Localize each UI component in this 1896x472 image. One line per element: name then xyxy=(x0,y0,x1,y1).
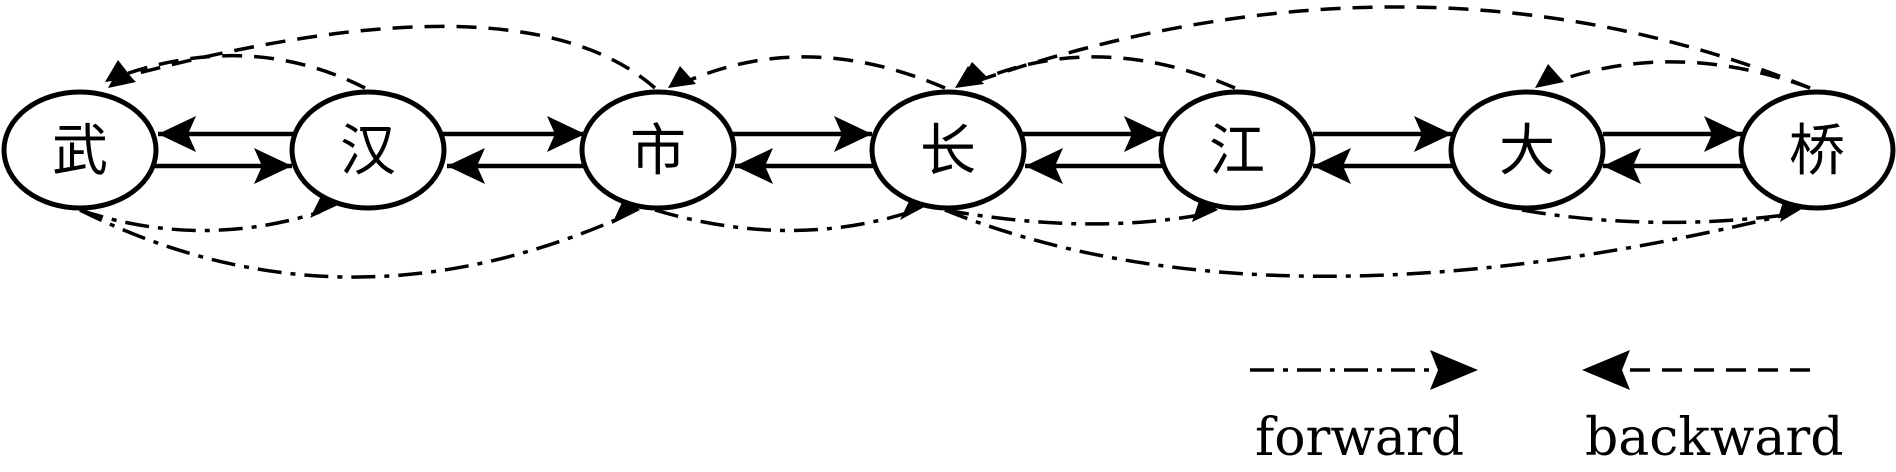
backward-link-shi-wu xyxy=(119,24,657,90)
arrowhead-back-chang-jiang xyxy=(1025,148,1063,184)
forward-link-chang-qiao xyxy=(944,208,1786,278)
legend-forward: forward xyxy=(1250,350,1478,468)
arrowhead-back-han-shi xyxy=(447,148,485,184)
legend-backward: backward xyxy=(1582,350,1844,468)
legend-forward-label: forward xyxy=(1255,408,1464,468)
arrowhead-qiao-chang xyxy=(958,62,988,86)
node-qiao-label: 桥 xyxy=(1789,119,1845,184)
node-chang-label: 长 xyxy=(920,119,976,184)
forward-link-da-qiao xyxy=(1521,208,1786,225)
arrowhead-wu-han xyxy=(310,194,338,218)
node-da-ellipse xyxy=(1448,89,1606,211)
node-jiang-label: 江 xyxy=(1209,119,1265,184)
arrowhead-back-da-qiao xyxy=(1603,148,1641,184)
node-qiao: 桥 xyxy=(1738,89,1896,211)
node-da-label: 大 xyxy=(1499,119,1555,184)
legend: forward backward xyxy=(1250,350,1844,468)
arrowhead-forward-da-qiao xyxy=(1704,116,1742,152)
arrowhead-back-jiang-da xyxy=(1313,148,1351,184)
node-jiang: 江 xyxy=(1158,89,1316,211)
arrowhead-back-wu-han xyxy=(158,116,196,152)
arrowhead-forward-jiang-da xyxy=(1414,116,1452,152)
backward-skip-links xyxy=(119,5,1811,90)
node-qiao-ellipse xyxy=(1738,89,1896,211)
arrowhead-chang-shi xyxy=(668,66,696,88)
arrowhead-qiao-da xyxy=(1535,64,1564,88)
forward-link-shi-chang xyxy=(654,208,911,233)
node-shi-label: 市 xyxy=(630,119,686,184)
legend-backward-label: backward xyxy=(1585,408,1844,468)
arrowhead-chang-jiang xyxy=(1192,198,1218,222)
arrowhead-wu-shi xyxy=(612,198,640,224)
node-wu: 武 xyxy=(1,89,159,211)
node-jiang-ellipse xyxy=(1158,89,1316,211)
legend-forward-arrowhead xyxy=(1430,350,1478,390)
legend-backward-arrowhead xyxy=(1582,350,1630,390)
node-wu-ellipse xyxy=(1,89,159,211)
arrowhead-forward-han-shi xyxy=(547,116,585,152)
node-shi: 市 xyxy=(579,89,737,211)
backward-link-han-wu xyxy=(119,53,366,90)
forward-link-wu-han xyxy=(79,208,321,233)
node-chang: 长 xyxy=(869,89,1027,211)
arrowhead-back-shi-chang xyxy=(735,148,773,184)
backward-link-qiao-da xyxy=(1559,60,1811,90)
node-da: 大 xyxy=(1448,89,1606,211)
forward-link-wu-shi xyxy=(79,208,621,279)
node-han-label: 汉 xyxy=(340,119,396,184)
arrowhead-forward-chang-jiang xyxy=(1124,116,1162,152)
node-han: 汉 xyxy=(289,89,447,211)
node-shi-ellipse xyxy=(579,89,737,211)
node-han-ellipse xyxy=(289,89,447,211)
forward-skip-links xyxy=(79,208,1786,279)
arrowhead-forward-wu-han xyxy=(254,148,292,184)
backward-link-jiang-chang xyxy=(979,55,1236,90)
forward-link-chang-jiang xyxy=(944,208,1201,226)
node-chang-ellipse xyxy=(869,89,1027,211)
adjacent-links xyxy=(152,116,1742,184)
arrowhead-han-wu xyxy=(108,66,136,88)
backward-link-qiao-chang xyxy=(979,5,1811,90)
node-wu-label: 武 xyxy=(52,119,108,184)
arrowhead-forward-shi-chang xyxy=(834,116,872,152)
backward-link-chang-shi xyxy=(689,55,946,90)
